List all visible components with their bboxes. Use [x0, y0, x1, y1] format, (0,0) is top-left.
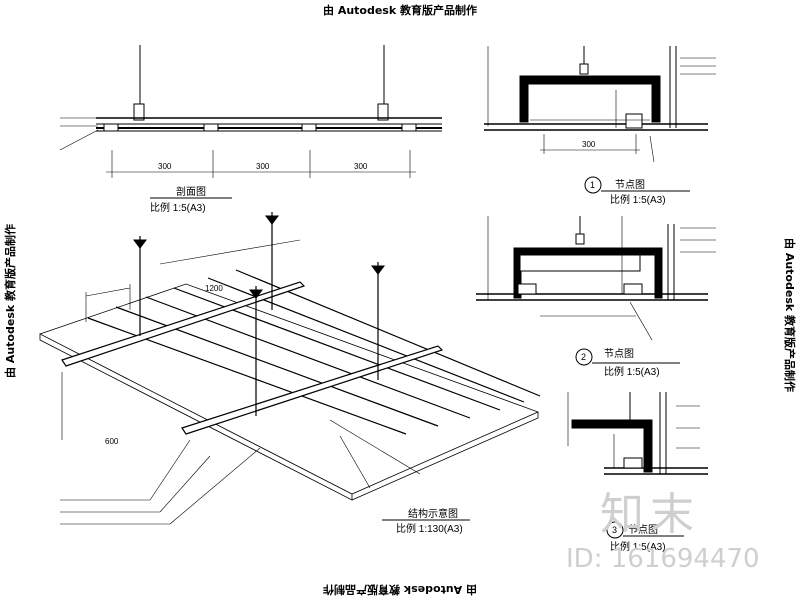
- section-dim-c: 300: [354, 162, 368, 171]
- node3-scale: 比例 1:5(A3): [610, 540, 666, 553]
- node-1-view: [484, 46, 716, 194]
- section-view: [59, 45, 442, 199]
- section-dim-b: 300: [256, 162, 270, 171]
- node2-num: 2: [581, 352, 586, 362]
- watermark-logo: 知末: [600, 489, 700, 540]
- node1-scale: 比例 1:5(A3): [610, 193, 666, 206]
- section-dim-a: 300: [158, 162, 172, 171]
- node1-num: 1: [590, 180, 595, 190]
- axo-title: 结构示意图: [408, 507, 458, 520]
- node3-num: 3: [612, 525, 617, 535]
- node3-title: 节点图: [628, 524, 658, 536]
- axo-dim-left: 600: [105, 437, 119, 446]
- node-2-view: [476, 216, 716, 366]
- node1-title: 节点图: [615, 179, 645, 191]
- node2-title: 节点图: [604, 348, 634, 360]
- node2-scale: 比例 1:5(A3): [604, 365, 660, 378]
- section-title: 剖面图: [176, 185, 206, 198]
- node1-dim: 300: [582, 140, 596, 149]
- axo-scale: 比例 1:130(A3): [396, 522, 463, 535]
- axo-dim-top: 1200: [205, 284, 223, 293]
- edu-banner-top: 由 Autodesk 教育版产品制作: [322, 4, 477, 17]
- watermark-id: ID: 161694470: [566, 544, 760, 574]
- section-scale: 比例 1:5(A3): [150, 201, 206, 214]
- axonometric-view: [38, 212, 541, 525]
- node-3-view: [567, 392, 708, 539]
